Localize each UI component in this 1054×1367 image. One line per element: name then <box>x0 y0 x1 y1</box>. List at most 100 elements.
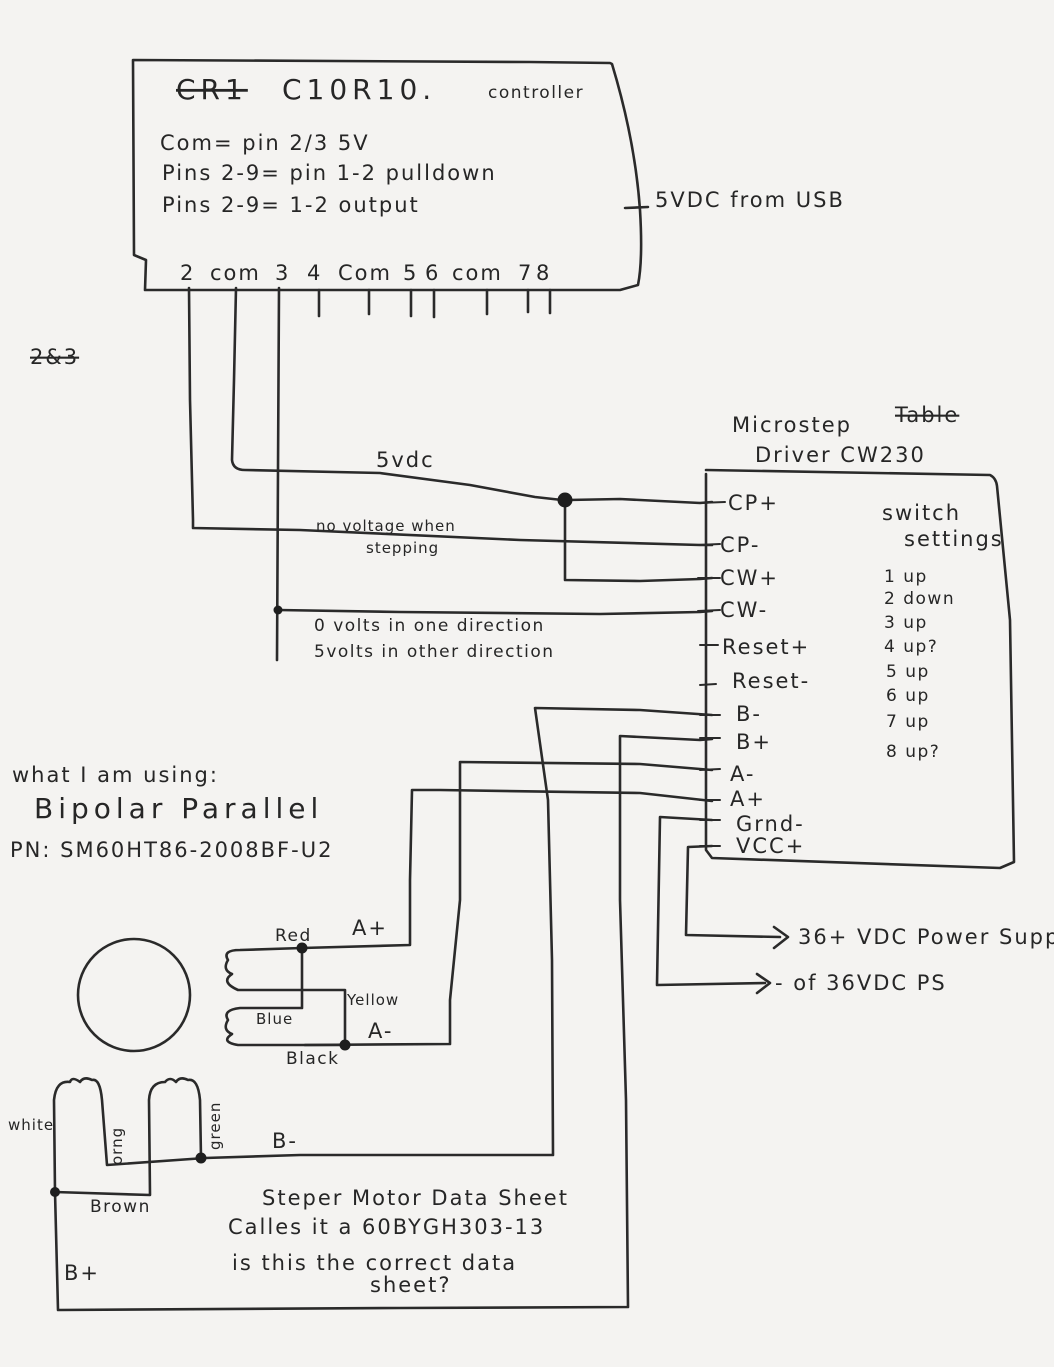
wire-pin2-to-cp-minus <box>187 286 714 547</box>
driver-terminal: A- <box>730 762 755 786</box>
controller-struck-label: CR1 <box>176 73 248 106</box>
coil-a-lower <box>224 946 347 1047</box>
wire-label-cw-0v: 0 volts in one direction <box>314 616 545 636</box>
controller-block: CR1 C10R10. controller Com= pin 2/3 5V P… <box>131 58 845 319</box>
wire-pin3-to-cw-minus <box>275 286 281 662</box>
motor-symbol <box>76 937 192 1053</box>
wire-color-red: Red <box>275 926 312 946</box>
junction-white-brown <box>50 1187 60 1197</box>
datasheet-note-line: sheet? <box>370 1273 451 1297</box>
switch-settings-title: switch <box>882 501 961 525</box>
controller-pin-label: Com <box>338 261 392 285</box>
driver-terminal: A+ <box>730 787 766 811</box>
power-supply-positive-label: 36+ VDC Power Supply <box>798 925 1054 949</box>
coil-b-left <box>52 1077 207 1194</box>
controller-pin-stubs <box>317 288 552 319</box>
datasheet-note-line: Calles it a 60BYGH303-13 <box>228 1215 545 1239</box>
coil-b-right <box>53 1077 203 1197</box>
wire-com-5vdc <box>230 286 564 502</box>
driver-terminal: CW- <box>720 598 768 622</box>
wire-label-no-voltage: no voltage when <box>316 517 456 535</box>
wire-label-cw-5v: 5volts in other direction <box>314 642 555 662</box>
wire-a-minus <box>303 760 714 1047</box>
wire-b-minus <box>203 706 714 1160</box>
junction-pin3 <box>273 605 283 615</box>
driver-terminal: Reset+ <box>722 635 810 659</box>
controller-note: Pins 2-9= pin 1-2 pulldown <box>162 161 497 185</box>
wire-color-yellow: Yellow <box>346 991 399 1009</box>
switch-setting: 4 up? <box>884 637 938 657</box>
wire-color-blue: Blue <box>256 1010 293 1028</box>
phase-b-plus: B+ <box>64 1261 100 1285</box>
driver-terminal: Grnd- <box>736 812 805 836</box>
controller-box-outline <box>131 58 643 292</box>
controller-pin-label: 2 <box>180 261 195 285</box>
wire-label-stepping: stepping <box>366 539 439 557</box>
margin-note-struck: 2&3 <box>30 345 79 369</box>
wire-gnd-negative <box>655 815 767 987</box>
wire-a-plus <box>300 788 714 950</box>
driver-terminal: B- <box>736 702 762 726</box>
control-wires <box>187 286 714 662</box>
wire-b-plus <box>53 734 714 1312</box>
controller-pin-label: com <box>210 261 261 285</box>
switch-setting: 6 up <box>886 686 930 706</box>
arrow-vcc-positive <box>772 925 790 950</box>
switch-setting: 1 up <box>884 567 928 587</box>
driver-block: Microstep Table Driver CW230 CP+ CP- CW+… <box>697 403 1016 870</box>
wire-color-green: green <box>206 1102 224 1150</box>
motor-wires <box>53 706 714 1312</box>
driver-terminal: B+ <box>736 730 772 754</box>
wire-color-white: white <box>8 1116 54 1134</box>
phase-a-plus: A+ <box>352 916 388 940</box>
driver-terminal: CP+ <box>728 491 779 515</box>
controller-title: controller <box>488 83 584 103</box>
switch-setting: 8 up? <box>886 742 940 762</box>
controller-pin-label: com <box>452 261 503 285</box>
datasheet-note-line: is this the correct data <box>232 1251 517 1275</box>
motor-type: Bipolar Parallel <box>34 792 323 825</box>
driver-box-outline <box>704 468 1016 870</box>
driver-title-line2: Driver CW230 <box>755 443 926 467</box>
usb-tick <box>623 205 650 210</box>
datasheet-note-line: Steper Motor Data Sheet <box>262 1186 569 1210</box>
phase-a-minus: A- <box>368 1019 393 1043</box>
driver-title-struck: Table <box>894 403 959 427</box>
driver-terminal: CW+ <box>720 566 779 590</box>
coil-a <box>224 942 351 1051</box>
junction-green <box>195 1152 207 1164</box>
wire-color-black: Black <box>286 1049 340 1069</box>
controller-pin-label: 3 <box>275 261 290 285</box>
motor-part-number: PN: SM60HT86-2008BF-U2 <box>10 838 333 862</box>
switch-setting: 7 up <box>886 712 930 732</box>
motor-rotor-circle <box>76 937 192 1053</box>
junction-5vdc <box>557 492 573 508</box>
driver-terminal: Reset- <box>732 669 810 693</box>
switch-setting: 5 up <box>886 662 930 682</box>
controller-model: C10R10. <box>282 73 436 106</box>
arrow-gnd-negative <box>755 972 772 995</box>
usb-power-label: 5VDC from USB <box>655 188 845 212</box>
controller-pin-label: 7 <box>518 261 533 285</box>
power-wires <box>655 815 790 995</box>
wire-5vdc-to-cp-plus <box>566 497 714 505</box>
controller-pin-label: 8 <box>536 261 551 285</box>
junction-red <box>296 942 308 954</box>
switch-setting: 2 down <box>884 589 955 609</box>
driver-title-line1: Microstep <box>732 413 852 437</box>
controller-note: Com= pin 2/3 5V <box>160 131 370 155</box>
motor-using-label: what I am using: <box>12 763 219 787</box>
wire-cw-minus <box>276 608 714 616</box>
phase-b-minus: B- <box>272 1129 298 1153</box>
controller-pin-label: 5 <box>403 261 418 285</box>
junction-black <box>339 1039 351 1051</box>
driver-terminal: VCC+ <box>736 834 805 858</box>
switch-setting: 3 up <box>884 613 928 633</box>
coil-a-upper <box>224 946 347 1047</box>
power-supply-negative-label: - of 36VDC PS <box>775 971 947 995</box>
wire-label-5vdc: 5vdc <box>376 448 435 472</box>
controller-pin-label: 6 <box>425 261 440 285</box>
wire-vcc-positive <box>684 844 782 939</box>
coil-b <box>50 1077 207 1197</box>
